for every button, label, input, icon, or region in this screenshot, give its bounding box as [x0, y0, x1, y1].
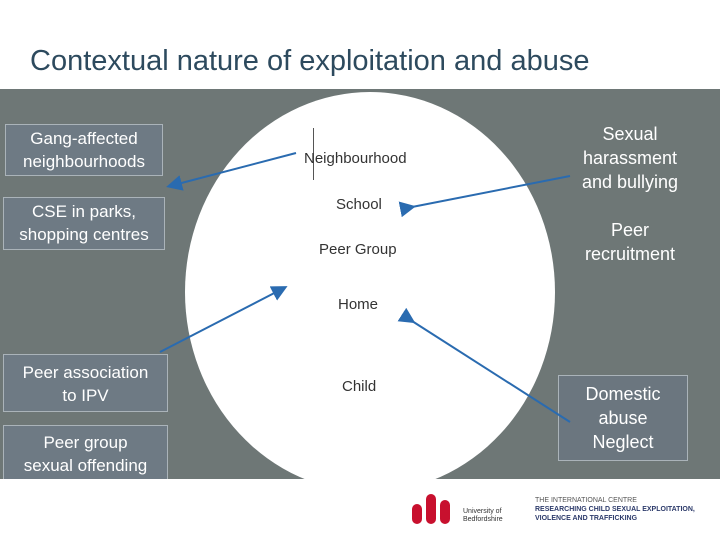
- box-sh-line1: Sexual: [602, 124, 658, 144]
- box-pso-line1: Peer group: [43, 433, 128, 452]
- box-da-line2: abuse: [598, 408, 648, 428]
- university-logo-text: University of Bedfordshire: [463, 508, 503, 524]
- uob-line1: University of: [463, 508, 502, 515]
- box-pso-line2: sexual offending: [23, 456, 148, 475]
- label-peer-group: Peer Group: [319, 241, 397, 258]
- box-sexual-harassment: Sexual harassment and bullying: [564, 122, 696, 194]
- ic-line2: RESEARCHING CHILD SEXUAL EXPLOITATION,: [535, 506, 695, 513]
- ic-line3: VIOLENCE AND TRAFFICKING: [535, 515, 638, 522]
- label-child: Child: [342, 378, 377, 395]
- box-peer-ipv: Peer association to IPV: [3, 354, 168, 412]
- box-sh-line2: harassment: [582, 148, 678, 168]
- box-ipv-line1: Peer association: [22, 363, 149, 382]
- international-centre-logo: THE INTERNATIONAL CENTRE RESEARCHING CHI…: [535, 496, 695, 523]
- cursor-line: [313, 128, 314, 180]
- box-sh-line3: and bullying: [581, 172, 679, 192]
- label-school: School: [336, 196, 382, 213]
- box-gang-affected: Gang-affected neighbourhoods: [5, 124, 163, 176]
- label-neighbourhood: Neighbourhood: [304, 150, 407, 167]
- box-pr-line2: recruitment: [584, 244, 676, 264]
- box-da-line1: Domestic: [585, 384, 661, 404]
- box-ipv-line2: to IPV: [62, 386, 109, 405]
- box-gang-line1: Gang-affected: [30, 129, 138, 148]
- ic-line1: THE INTERNATIONAL CENTRE: [535, 497, 637, 504]
- uob-line2: Bedfordshire: [463, 516, 503, 523]
- box-cse-parks: CSE in parks, shopping centres: [3, 197, 165, 250]
- university-logo-icon: [412, 494, 450, 524]
- box-cse-line2: shopping centres: [19, 225, 149, 244]
- box-peer-sexual-offending: Peer group sexual offending: [3, 425, 168, 482]
- box-pr-line1: Peer: [610, 220, 650, 240]
- slide-title: Contextual nature of exploitation and ab…: [30, 45, 590, 77]
- box-cse-line1: CSE in parks,: [32, 202, 136, 221]
- box-gang-line2: neighbourhoods: [23, 152, 145, 171]
- footer-band: [0, 479, 720, 540]
- box-peer-recruitment: Peer recruitment: [564, 218, 696, 266]
- box-da-line3: Neglect: [592, 432, 654, 452]
- label-home: Home: [338, 296, 379, 313]
- box-domestic-abuse: Domestic abuse Neglect: [558, 375, 688, 461]
